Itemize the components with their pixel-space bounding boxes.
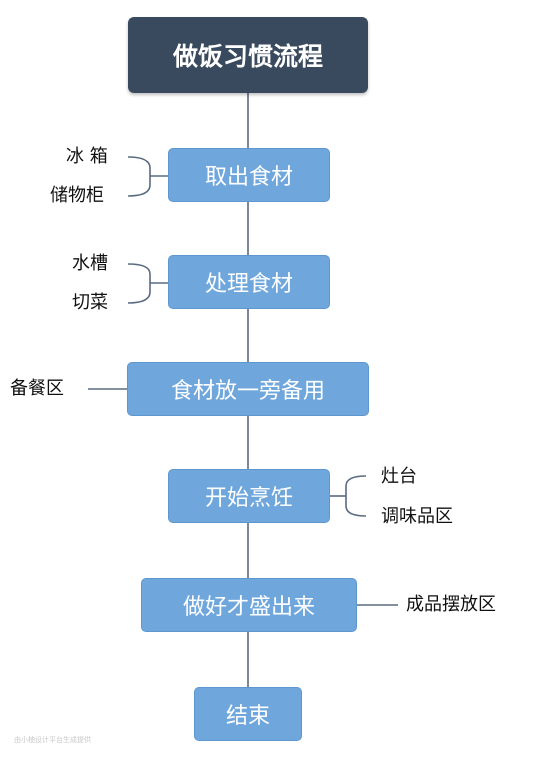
- note-finished-dish-area: 成品摆放区: [406, 594, 496, 615]
- note-chopping: 切菜: [72, 292, 108, 313]
- note-fridge: 冰 箱: [66, 146, 108, 167]
- step-end: 结束: [194, 687, 302, 741]
- step-start-cooking: 开始烹饪: [168, 469, 330, 523]
- step-set-aside-ingredients: 食材放一旁备用: [127, 362, 369, 416]
- note-storage-cabinet: 储物柜: [50, 185, 104, 206]
- note-sink: 水槽: [72, 253, 108, 274]
- note-condiment-area: 调味品区: [381, 506, 453, 527]
- step-take-out-ingredients: 取出食材: [168, 148, 330, 202]
- flowchart-title: 做饭习惯流程: [128, 17, 368, 93]
- note-stove: 灶台: [381, 466, 417, 487]
- note-prep-area: 备餐区: [10, 378, 64, 399]
- bracket-step-4: [345, 475, 367, 517]
- bracket-step-2: [127, 263, 151, 304]
- step-serve-when-done: 做好才盛出来: [141, 578, 357, 632]
- watermark-text: 由小柚设计平台生成提供: [14, 736, 91, 744]
- bracket-step-1: [127, 156, 151, 197]
- step-process-ingredients: 处理食材: [168, 255, 330, 309]
